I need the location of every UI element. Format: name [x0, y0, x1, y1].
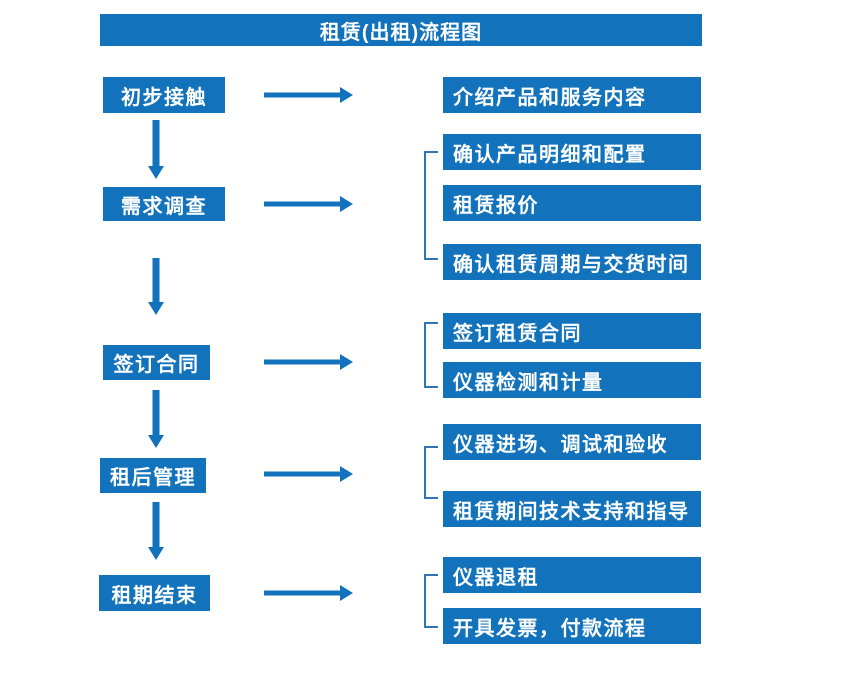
- right-arrow-icon-5: [264, 585, 353, 601]
- bracket-group-sign-contract: [424, 322, 438, 388]
- output-box-invoice-payment: 开具发票，付款流程: [443, 608, 701, 644]
- output-box-confirm-period: 确认租赁周期与交货时间: [443, 244, 701, 280]
- output-box-sign-rental-contract: 签订租赁合同: [443, 313, 701, 349]
- output-box-rental-quote: 租赁报价: [443, 185, 701, 221]
- page-title: 租赁(出租)流程图: [319, 21, 483, 44]
- right-arrow-icon-2: [264, 196, 353, 212]
- step-box-demand-survey: 需求调查: [103, 187, 225, 221]
- output-box-instrument-return: 仪器退租: [443, 557, 701, 593]
- step-box-rental-end: 租期结束: [99, 575, 210, 611]
- bracket-group-demand-survey: [424, 151, 438, 260]
- right-arrow-icon-4: [264, 466, 353, 482]
- output-box-introduce-products: 介绍产品和服务内容: [443, 77, 701, 113]
- down-arrow-icon-2: [148, 258, 164, 315]
- down-arrow-icon-3: [148, 390, 164, 448]
- title-bar: 租赁(出租)流程图: [100, 14, 702, 46]
- output-box-instrument-testing: 仪器检测和计量: [443, 362, 701, 398]
- bracket-group-rental-management: [424, 446, 438, 499]
- right-arrow-icon-1: [264, 87, 353, 103]
- output-box-instrument-setup: 仪器进场、调试和验收: [443, 424, 701, 460]
- right-arrow-icon-3: [264, 354, 353, 370]
- down-arrow-icon-4: [148, 502, 164, 560]
- bracket-group-rental-end: [424, 574, 438, 628]
- output-box-confirm-details: 确认产品明细和配置: [443, 134, 701, 170]
- step-box-rental-management: 租后管理: [100, 458, 206, 493]
- step-box-initial-contact: 初步接触: [103, 77, 225, 113]
- step-box-sign-contract: 签订合同: [103, 345, 210, 380]
- down-arrow-icon-1: [148, 120, 164, 179]
- output-box-tech-support: 租赁期间技术支持和指导: [443, 491, 701, 527]
